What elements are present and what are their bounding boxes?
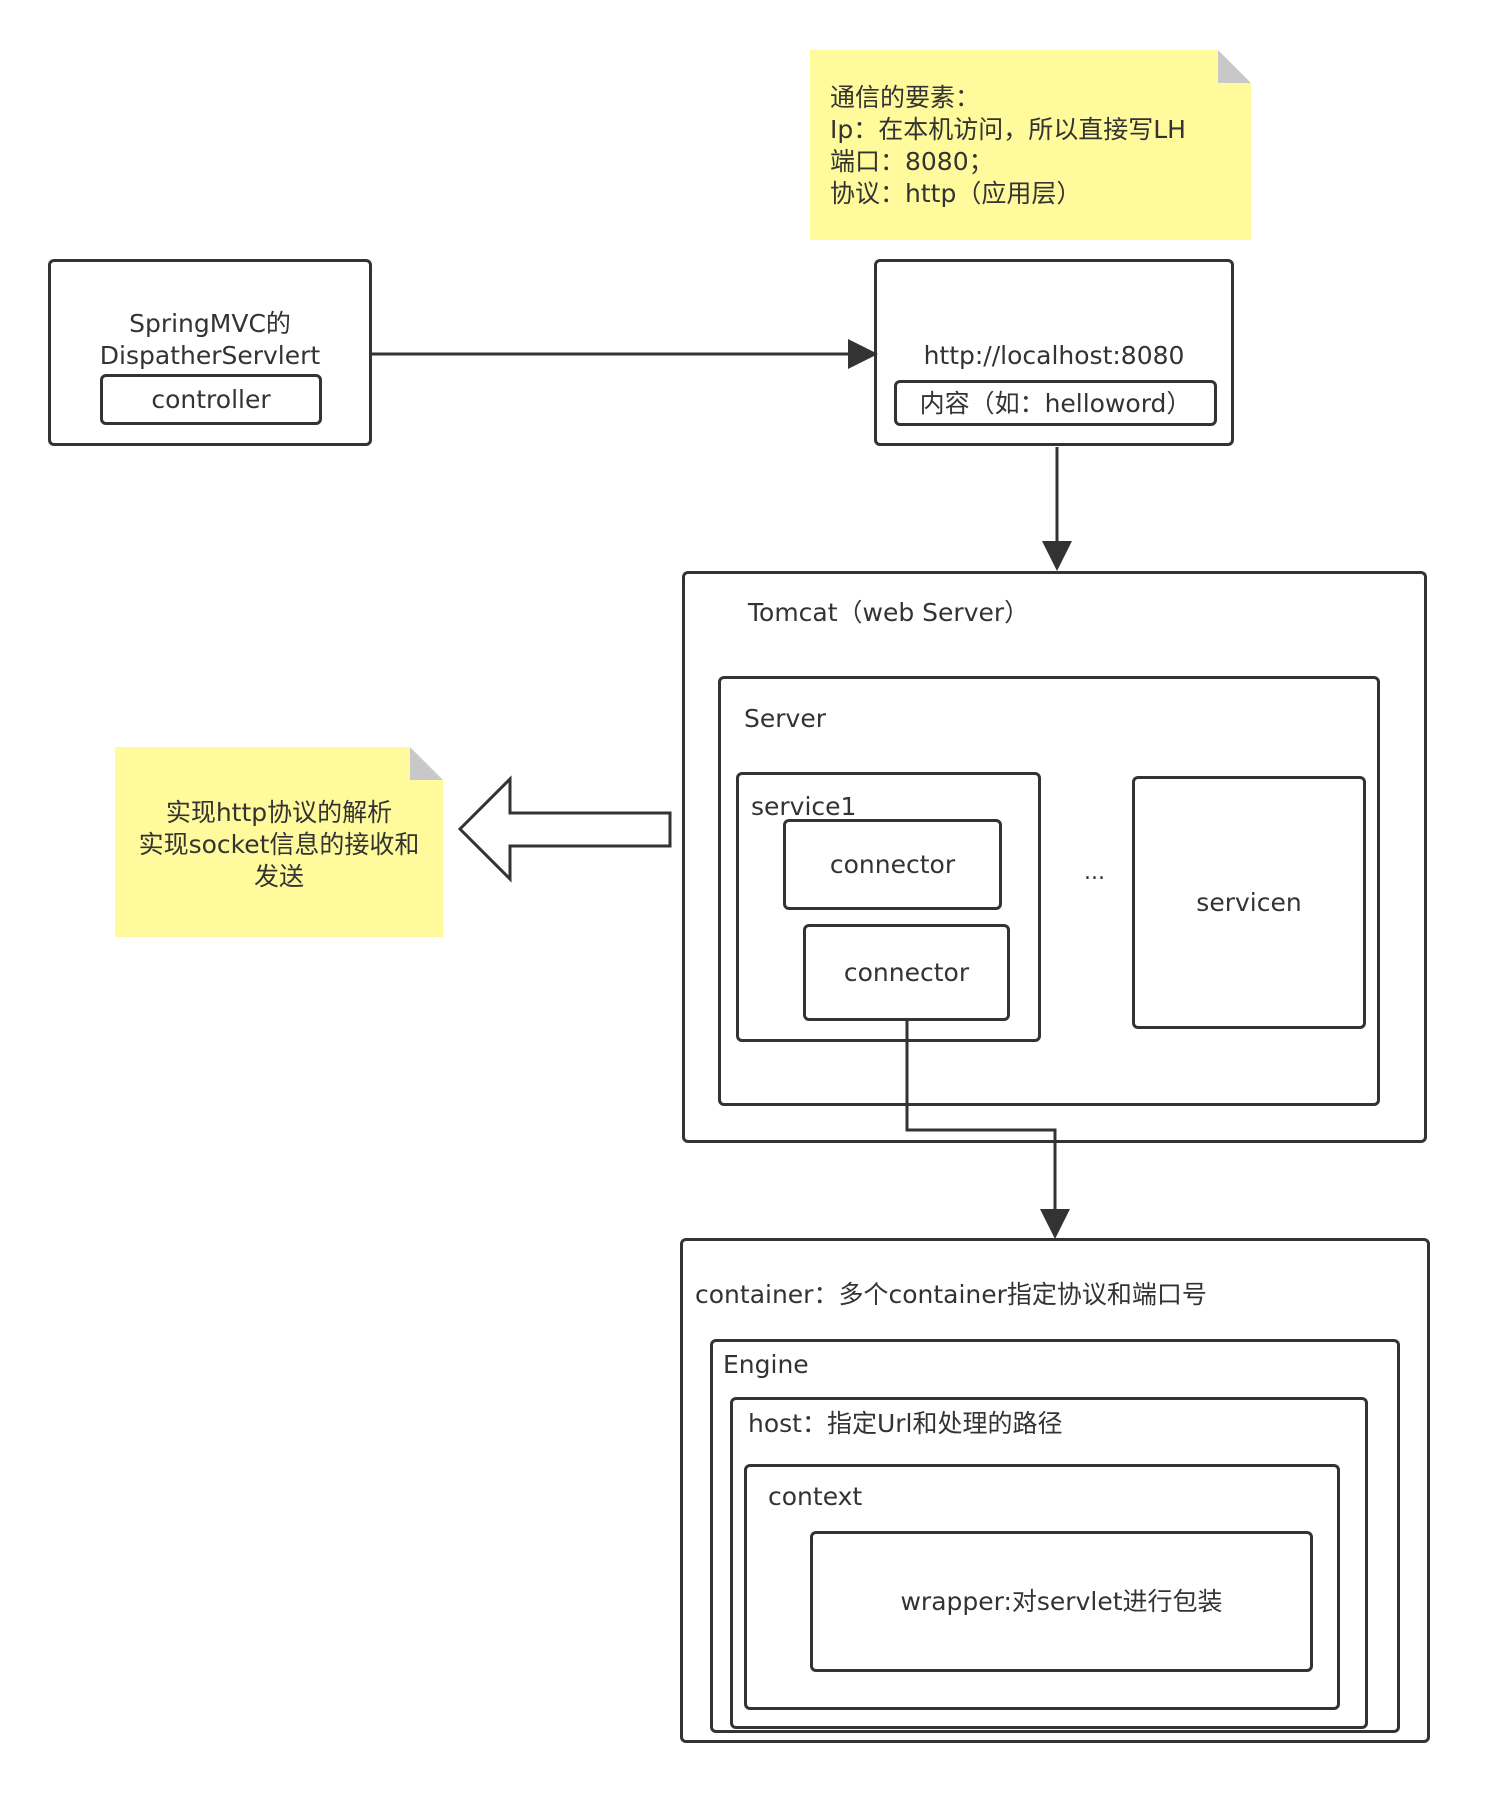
note-connector-line-2: 实现socket信息的接收和 bbox=[138, 830, 420, 859]
note-fold bbox=[410, 747, 443, 780]
wrapper-box[interactable]: wrapper:对servlet进行包装 bbox=[810, 1531, 1313, 1672]
container-title: container：多个container指定协议和端口号 bbox=[695, 1280, 1207, 1309]
controller-label: controller bbox=[151, 385, 271, 414]
connector-label-1: connector bbox=[829, 850, 956, 879]
note-connector: 实现http协议的解析 实现socket信息的接收和 发送 bbox=[115, 747, 443, 937]
servicen-label: servicen bbox=[1196, 888, 1302, 917]
spring-dispatcher-box[interactable]: SpringMVC的 DispatherServlert controller bbox=[48, 259, 372, 446]
connector-box-2[interactable]: connector bbox=[803, 924, 1010, 1021]
note-connector-line-1: 实现http协议的解析 bbox=[165, 798, 393, 827]
server-title: Server bbox=[744, 704, 826, 733]
servicen-box[interactable]: servicen bbox=[1132, 776, 1366, 1029]
engine-box[interactable]: Engine host：指定Url和处理的路径 context wrapper:… bbox=[710, 1339, 1400, 1733]
service1-title: service1 bbox=[751, 792, 857, 821]
request-box[interactable]: http://localhost:8080 内容（如：helloword） bbox=[874, 259, 1234, 446]
request-content-box[interactable]: 内容（如：helloword） bbox=[894, 380, 1217, 426]
hollow-left-arrow bbox=[457, 775, 672, 883]
note-protocol-line-2: Ip：在本机访问，所以直接写LH bbox=[830, 115, 1186, 144]
wrapper-label: wrapper:对servlet进行包装 bbox=[900, 1587, 1223, 1616]
service1-box[interactable]: service1 connector connector bbox=[736, 772, 1041, 1042]
controller-box[interactable]: controller bbox=[100, 374, 322, 425]
connector-box-1[interactable]: connector bbox=[783, 819, 1002, 910]
tomcat-title: Tomcat（web Server） bbox=[748, 598, 1030, 627]
engine-title: Engine bbox=[723, 1350, 809, 1379]
server-box[interactable]: Server service1 connector connector ... … bbox=[718, 676, 1380, 1106]
tomcat-box[interactable]: Tomcat（web Server） Server service1 conne… bbox=[682, 571, 1427, 1143]
services-ellipsis: ... bbox=[1084, 860, 1105, 885]
connector-label-2: connector bbox=[843, 958, 970, 987]
context-box[interactable]: context wrapper:对servlet进行包装 bbox=[744, 1464, 1340, 1710]
note-protocol-line-3: 端口：8080； bbox=[830, 147, 994, 176]
request-url: http://localhost:8080 bbox=[923, 341, 1185, 370]
arrow-connector-to-container bbox=[905, 1018, 1070, 1239]
note-protocol: 通信的要素： Ip：在本机访问，所以直接写LH 端口：8080； 协议：http… bbox=[810, 50, 1251, 240]
context-title: context bbox=[768, 1482, 863, 1511]
spring-title-line-2: DispatherServlert bbox=[99, 341, 321, 370]
note-fold bbox=[1218, 50, 1251, 83]
host-box[interactable]: host：指定Url和处理的路径 context wrapper:对servle… bbox=[730, 1397, 1368, 1729]
container-box[interactable]: container：多个container指定协议和端口号 Engine hos… bbox=[680, 1238, 1430, 1743]
note-connector-line-3: 发送 bbox=[253, 862, 304, 891]
note-protocol-line-4: 协议：http（应用层） bbox=[830, 179, 1082, 208]
host-title: host：指定Url和处理的路径 bbox=[748, 1409, 1063, 1438]
request-content-label: 内容（如：helloword） bbox=[919, 388, 1192, 418]
note-protocol-line-1: 通信的要素： bbox=[830, 83, 981, 112]
spring-title-line-1: SpringMVC的 bbox=[129, 309, 291, 338]
